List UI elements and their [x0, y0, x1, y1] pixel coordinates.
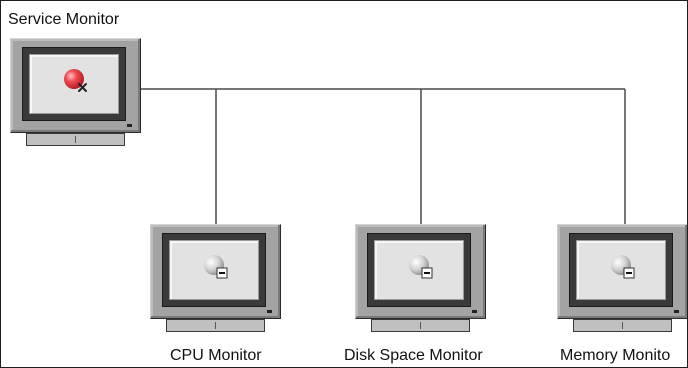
power-led [127, 124, 132, 127]
cpu-monitor-label: CPU Monitor [170, 347, 262, 364]
disk-space-monitor-label: Disk Space Monitor [344, 347, 483, 364]
monitor-screen-frame [367, 233, 471, 307]
monitor-screen [169, 240, 259, 300]
power-led [267, 310, 272, 313]
monitor-screen [29, 54, 119, 114]
monitor-bezel [557, 224, 687, 319]
monitor-bezel [10, 38, 141, 133]
monitor-bezel [150, 224, 281, 319]
memory-monitor-label: Memory Monito [560, 347, 671, 364]
monitor-stand [573, 319, 672, 332]
service-monitor-label: Service Monitor [8, 11, 120, 28]
gray-ball-minus-icon [204, 255, 228, 279]
gray-ball-minus-icon [611, 255, 635, 279]
monitor-stand [166, 319, 265, 332]
monitor-screen-frame [569, 233, 673, 307]
power-led [472, 310, 477, 313]
red-ball-x-icon [64, 69, 87, 92]
monitor-screen-frame [22, 47, 126, 121]
monitor-bezel [355, 224, 486, 319]
monitor-screen-frame [162, 233, 266, 307]
gray-ball-minus-icon [409, 255, 433, 279]
monitor-stand [371, 319, 470, 332]
power-led [674, 310, 679, 313]
monitor-stand [26, 133, 125, 146]
monitor-screen [374, 240, 464, 300]
monitor-screen [576, 240, 666, 300]
